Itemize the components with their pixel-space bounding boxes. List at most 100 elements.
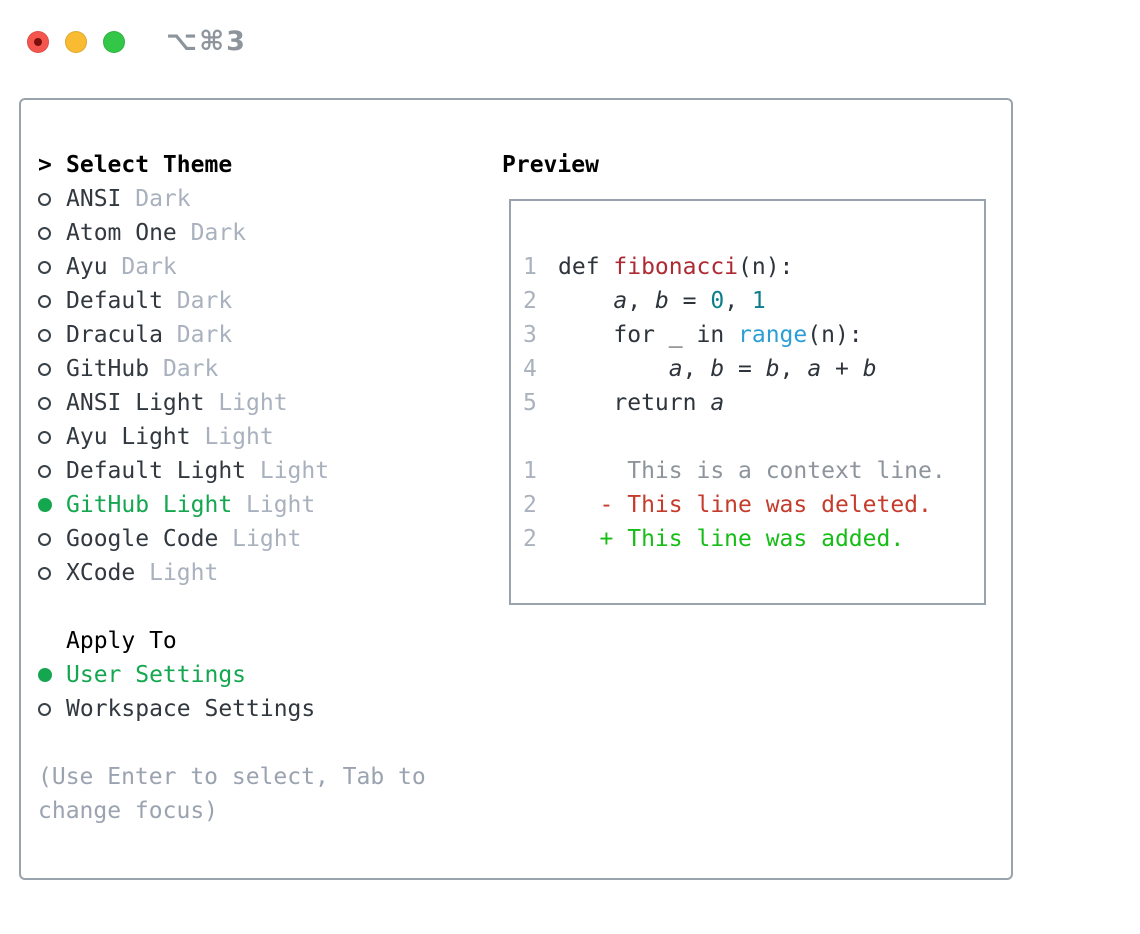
theme-item[interactable]: Atom One Dark <box>38 216 426 250</box>
theme-variant-tag: Dark <box>190 220 247 246</box>
theme-item-label: Dracula <box>66 322 163 348</box>
line-number: 5 <box>523 390 537 416</box>
theme-variant-tag: Dark <box>121 254 177 280</box>
window-title: ⌥⌘3 <box>166 26 247 57</box>
radio-icon <box>38 396 51 410</box>
theme-item[interactable]: Default Light Light <box>38 454 426 488</box>
radio-icon <box>38 362 51 376</box>
line-number: 2 <box>523 288 537 314</box>
radio-icon <box>38 328 51 342</box>
code-line: 1 This is a context line. <box>523 454 984 488</box>
radio-icon <box>38 464 51 478</box>
code-text: for _ in range(n): <box>558 322 863 348</box>
zoom-button-icon[interactable] <box>103 30 125 53</box>
code-line: 1 def fibonacci(n): <box>523 250 984 284</box>
theme-item[interactable]: Default Dark <box>38 284 426 318</box>
theme-item[interactable]: Ayu Light Light <box>38 420 426 454</box>
theme-item[interactable]: ANSI Dark <box>38 182 426 216</box>
theme-variant-tag: Dark <box>135 186 191 212</box>
focus-cursor: > <box>38 152 52 178</box>
theme-variant-tag: Light <box>149 560 219 586</box>
radio-icon <box>38 430 51 444</box>
theme-list-header-row: > Select Theme <box>38 148 426 182</box>
apply-option[interactable]: Workspace Settings <box>38 692 426 726</box>
theme-item-label: GitHub Light <box>66 492 233 518</box>
theme-variant-tag: Dark <box>176 288 233 314</box>
code-text: This is a context line. <box>558 458 946 484</box>
radio-icon <box>38 226 51 240</box>
theme-item-label: GitHub <box>66 356 150 382</box>
close-button-icon[interactable] <box>27 30 49 53</box>
theme-item[interactable]: XCode Light <box>38 556 426 590</box>
theme-variant-tag: Dark <box>176 322 233 348</box>
line-number: 4 <box>523 356 537 382</box>
apply-to-header: Apply To <box>66 628 177 654</box>
theme-item-label: Default <box>66 288 163 314</box>
code-text: a, b = 0, 1 <box>613 288 766 314</box>
apply-option-label: Workspace Settings <box>66 696 316 722</box>
theme-item-label: ANSI <box>66 186 122 212</box>
radio-icon <box>38 260 51 274</box>
code-line: 5 return a <box>523 386 984 420</box>
code-line: 2 - This line was deleted. <box>523 488 984 522</box>
apply-option-label: User Settings <box>66 662 247 688</box>
radio-selected-icon <box>38 668 52 682</box>
code-line: 2 a, b = 0, 1 <box>523 284 984 318</box>
hint-text-line-2: change focus) <box>38 798 219 824</box>
radio-selected-icon <box>38 498 52 512</box>
preview-title: Preview <box>502 152 599 178</box>
theme-item[interactable]: GitHub Light Light <box>38 488 426 522</box>
theme-variant-tag: Light <box>246 492 316 518</box>
spacer <box>38 726 426 760</box>
theme-item-label: Google Code <box>66 526 219 552</box>
radio-icon <box>38 294 51 308</box>
line-number: 1 <box>523 254 537 280</box>
theme-variant-tag: Light <box>218 390 288 416</box>
theme-item[interactable]: ANSI Light Light <box>38 386 426 420</box>
theme-item-label: Default Light <box>66 458 247 484</box>
theme-item-label: XCode <box>66 560 136 586</box>
code-line: 4 a, b = b, a + b <box>523 352 984 386</box>
code-text: return a <box>558 390 725 416</box>
minimize-button-icon[interactable] <box>65 30 87 53</box>
line-number <box>523 420 558 454</box>
code-line <box>523 420 984 454</box>
theme-variant-tag: Light <box>259 458 330 484</box>
code-text: - This line was deleted. <box>558 492 932 518</box>
code-text: + This line was added. <box>558 526 905 552</box>
theme-item-label: ANSI Light <box>66 390 205 416</box>
titlebar: ⌥⌘3 <box>27 26 247 57</box>
theme-item-label: Atom One <box>66 220 177 246</box>
radio-icon <box>38 532 51 546</box>
code-text: def fibonacci(n): <box>558 254 794 280</box>
code-line: 3 for _ in range(n): <box>523 318 984 352</box>
line-number: 2 <box>523 526 537 552</box>
hint-text-line-1: (Use Enter to select, Tab to <box>38 764 426 790</box>
line-number: 2 <box>523 492 537 518</box>
theme-item[interactable]: Ayu Dark <box>38 250 426 284</box>
theme-item-label: Ayu Light <box>66 424 191 450</box>
theme-variant-tag: Dark <box>162 356 219 382</box>
theme-variant-tag: Light <box>204 424 274 450</box>
line-number: 3 <box>523 322 537 348</box>
theme-item[interactable]: GitHub Dark <box>38 352 426 386</box>
spacer <box>38 590 426 624</box>
radio-icon <box>38 566 51 580</box>
line-number: 1 <box>523 458 537 484</box>
radio-icon <box>38 702 51 716</box>
apply-option[interactable]: User Settings <box>38 658 426 692</box>
theme-item-label: Ayu <box>66 254 108 280</box>
theme-list-header: Select Theme <box>66 152 233 178</box>
radio-icon <box>38 192 51 206</box>
code-text: a, b = b, a + b <box>668 356 877 382</box>
apply-to-header-row: Apply To <box>38 624 426 658</box>
theme-item[interactable]: Dracula Dark <box>38 318 426 352</box>
